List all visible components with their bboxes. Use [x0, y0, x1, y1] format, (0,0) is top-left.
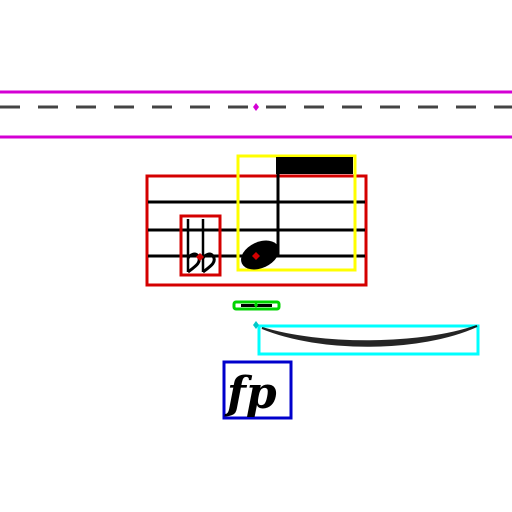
staff-annotation-box [145, 174, 368, 287]
rest-group [232, 300, 281, 311]
ledger-guide-band [0, 90, 512, 139]
slur-anchor-marker [253, 321, 259, 329]
double-flat-annotation-box [179, 214, 222, 277]
slur-group [253, 321, 480, 356]
double-flat-center-marker [196, 253, 204, 261]
note-head [241, 240, 279, 270]
note-center-marker [252, 252, 260, 260]
slur-symbol [261, 325, 478, 347]
slur-annotation-box [257, 324, 480, 356]
note-annotation-box [236, 154, 357, 272]
flat-bowl-2 [201, 252, 216, 274]
beam-fragment [276, 157, 353, 174]
rest-annotation-box [232, 300, 281, 311]
rest-center-marker [254, 302, 258, 308]
dynamic-group: fp [222, 360, 293, 420]
dynamic-annotation-box [222, 360, 293, 420]
guide-center-marker [253, 103, 259, 111]
dynamic-marking: fp [224, 368, 277, 419]
note-group [236, 154, 357, 272]
double-flat-group [179, 214, 222, 277]
